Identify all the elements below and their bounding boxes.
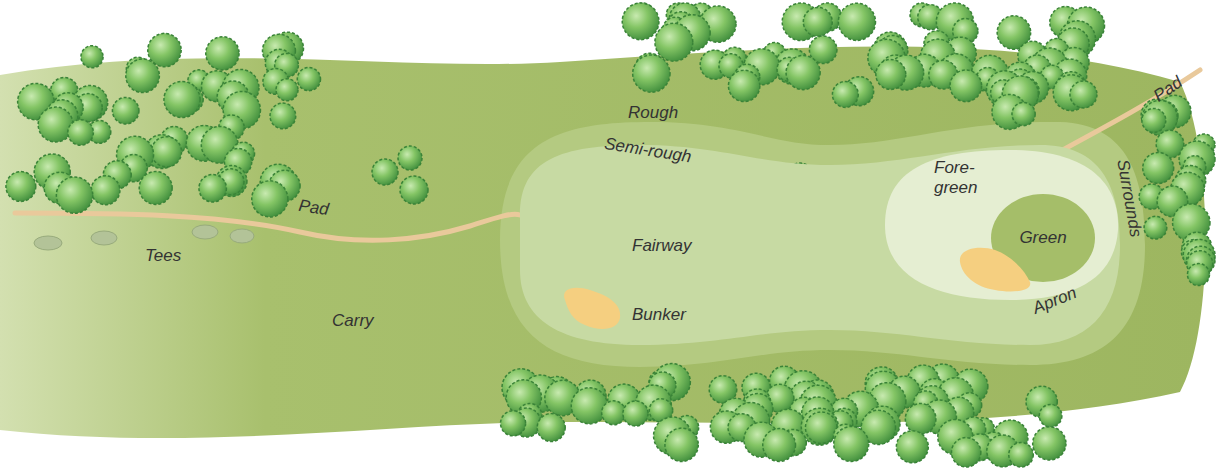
tree (801, 408, 838, 445)
tree (623, 401, 648, 426)
tree (803, 7, 832, 36)
tree (602, 401, 626, 425)
tree (763, 429, 796, 462)
tree (112, 97, 139, 124)
tree (1144, 216, 1167, 239)
tees (34, 225, 254, 250)
tree (655, 23, 693, 61)
tree (896, 431, 928, 463)
trees (6, 3, 1215, 467)
tree (400, 176, 428, 204)
tree (56, 177, 92, 213)
tree (805, 412, 837, 444)
tree (1033, 427, 1066, 460)
tree (622, 3, 659, 40)
tree (270, 103, 296, 129)
tree (6, 172, 36, 202)
tree (951, 438, 980, 467)
rough-area (0, 46, 1206, 438)
area-label: Tees (145, 246, 181, 266)
tree (276, 79, 298, 101)
bunker (564, 288, 620, 329)
tree (126, 59, 160, 93)
tree (571, 388, 607, 424)
tree (1070, 81, 1097, 108)
tree (1143, 153, 1174, 184)
tree (252, 181, 288, 217)
semi-rough-band (500, 122, 1145, 367)
tree (372, 159, 398, 185)
tree (91, 176, 120, 205)
fore-green-area: Fore-greenGreen (880, 145, 1125, 305)
part-label: Bunker (632, 305, 686, 325)
tree (398, 146, 422, 170)
tree (81, 46, 103, 68)
fore-green-area-outline (885, 150, 1118, 300)
tree (832, 82, 858, 108)
tree (297, 67, 320, 90)
green-area: Green (990, 193, 1096, 283)
tree (728, 70, 759, 101)
tree (1142, 108, 1166, 132)
area-name: Fore-green (934, 158, 984, 198)
tree (206, 37, 239, 70)
fairway-area: Fairway Fore-greenGreen (505, 140, 1125, 355)
tree (950, 70, 982, 102)
tree (501, 411, 526, 436)
tree (1012, 102, 1035, 125)
bunker (960, 248, 1030, 292)
tree (633, 55, 670, 92)
tree (834, 427, 869, 462)
area-name: Green (1019, 228, 1066, 248)
tree (151, 137, 181, 167)
tree (1187, 264, 1209, 286)
path-label: Pad (297, 196, 330, 220)
tree (1009, 442, 1034, 467)
tree (665, 428, 698, 461)
tree (68, 120, 94, 146)
tree (876, 59, 906, 89)
tree (537, 414, 565, 442)
fairway-area-outline (520, 145, 1120, 345)
tree (786, 56, 820, 90)
tree (905, 404, 936, 435)
area-label: Rough (628, 103, 678, 123)
area-name: Fairway (632, 236, 692, 256)
area-label: Carry (332, 311, 374, 331)
tree (1039, 404, 1062, 427)
tree (199, 175, 227, 203)
tree (838, 3, 875, 40)
tree (139, 172, 172, 205)
tree (164, 81, 200, 117)
tree (148, 33, 181, 66)
